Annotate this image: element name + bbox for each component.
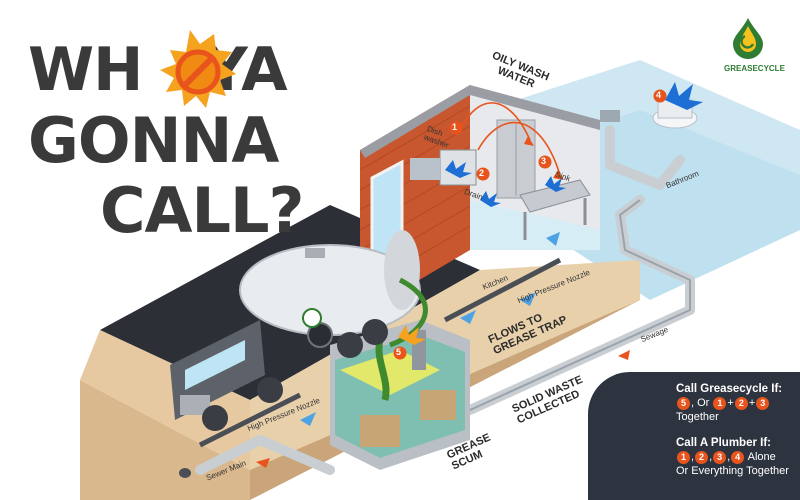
legend-marker-1: 1	[677, 451, 690, 464]
marker-5: 5	[396, 347, 402, 357]
brand-name: GREASECYCLE	[724, 64, 785, 73]
orange-splash	[398, 325, 426, 345]
legend-plus: +	[727, 397, 734, 409]
legend-marker-2: 2	[734, 397, 748, 410]
headline-line-2: GONNA	[28, 104, 279, 177]
dishwasher	[439, 149, 477, 186]
tanker-end-cap	[384, 230, 420, 310]
suction-hose	[375, 339, 390, 401]
legend-greasecycle-title: Call Greasecycle If:	[676, 383, 783, 395]
nozzle-pipe-top	[443, 257, 562, 323]
legend-plus: +	[748, 397, 756, 409]
nozzle-pipe-bottom	[198, 392, 302, 448]
truck-wheel	[337, 332, 363, 358]
legend-greasecycle-condition: 5, Or 1+2+3	[676, 396, 796, 410]
legend-comma: ,	[709, 451, 713, 463]
legend-comma: ,	[727, 451, 731, 463]
sink-counter	[519, 179, 591, 213]
legend-marker-5: 5	[677, 397, 690, 410]
headline-line-3: CALL?	[100, 174, 304, 247]
headline-text-wh: WH	[28, 35, 143, 105]
flow-arrows	[300, 232, 560, 426]
sewage-arrows	[256, 350, 630, 468]
legend-comma: ,	[691, 451, 695, 463]
legend-plumber-title: Call A Plumber If:	[676, 437, 771, 449]
truck-wheel	[362, 319, 388, 345]
marker-3: 3	[541, 156, 547, 166]
marker-4: 4	[656, 90, 662, 100]
marker-1: 1	[452, 122, 458, 132]
kitchen-floor	[470, 200, 600, 250]
legend-panel	[588, 372, 800, 500]
sewer-main-opening	[179, 468, 191, 478]
solid-waste-block	[360, 415, 400, 447]
truck-wheel	[202, 405, 228, 431]
truck-hose	[389, 277, 428, 348]
legend-plumber-condition: 1,2,3,4 Alone	[676, 450, 796, 464]
solid-waste-block	[420, 390, 456, 420]
legend-alone-text: Alone	[747, 451, 776, 463]
headline-text-ya: YA	[204, 35, 287, 105]
marker-2: 2	[479, 168, 485, 178]
legend-plumber-together: Or Everything Together	[676, 465, 789, 477]
legend-marker-3: 3	[713, 451, 727, 464]
legend-marker-4: 4	[731, 451, 745, 464]
soil-top-edge	[80, 330, 250, 470]
water-flow-curves	[459, 102, 564, 180]
tanker-hatch	[305, 248, 325, 258]
blue-splash-group	[445, 82, 703, 207]
legend-or-text: , Or	[691, 397, 710, 409]
legend-plumber: Call A Plumber If: 1,2,3,4 Alone Or Ever…	[676, 436, 796, 478]
legend-marker-1: 1	[713, 397, 727, 410]
truck-grille	[180, 395, 210, 415]
legend-greasecycle-together: Together	[676, 411, 719, 423]
truck-brand-logo	[302, 308, 322, 328]
legend-marker-2: 2	[695, 451, 709, 464]
truck-wheel	[257, 377, 283, 403]
legend-marker-3: 3	[756, 397, 770, 410]
truck-windshield	[185, 340, 245, 390]
legend-greasecycle: Call Greasecycle If: 5, Or 1+2+3 Togethe…	[676, 382, 796, 424]
floor-drain	[600, 110, 620, 122]
dish-rack	[410, 158, 440, 180]
